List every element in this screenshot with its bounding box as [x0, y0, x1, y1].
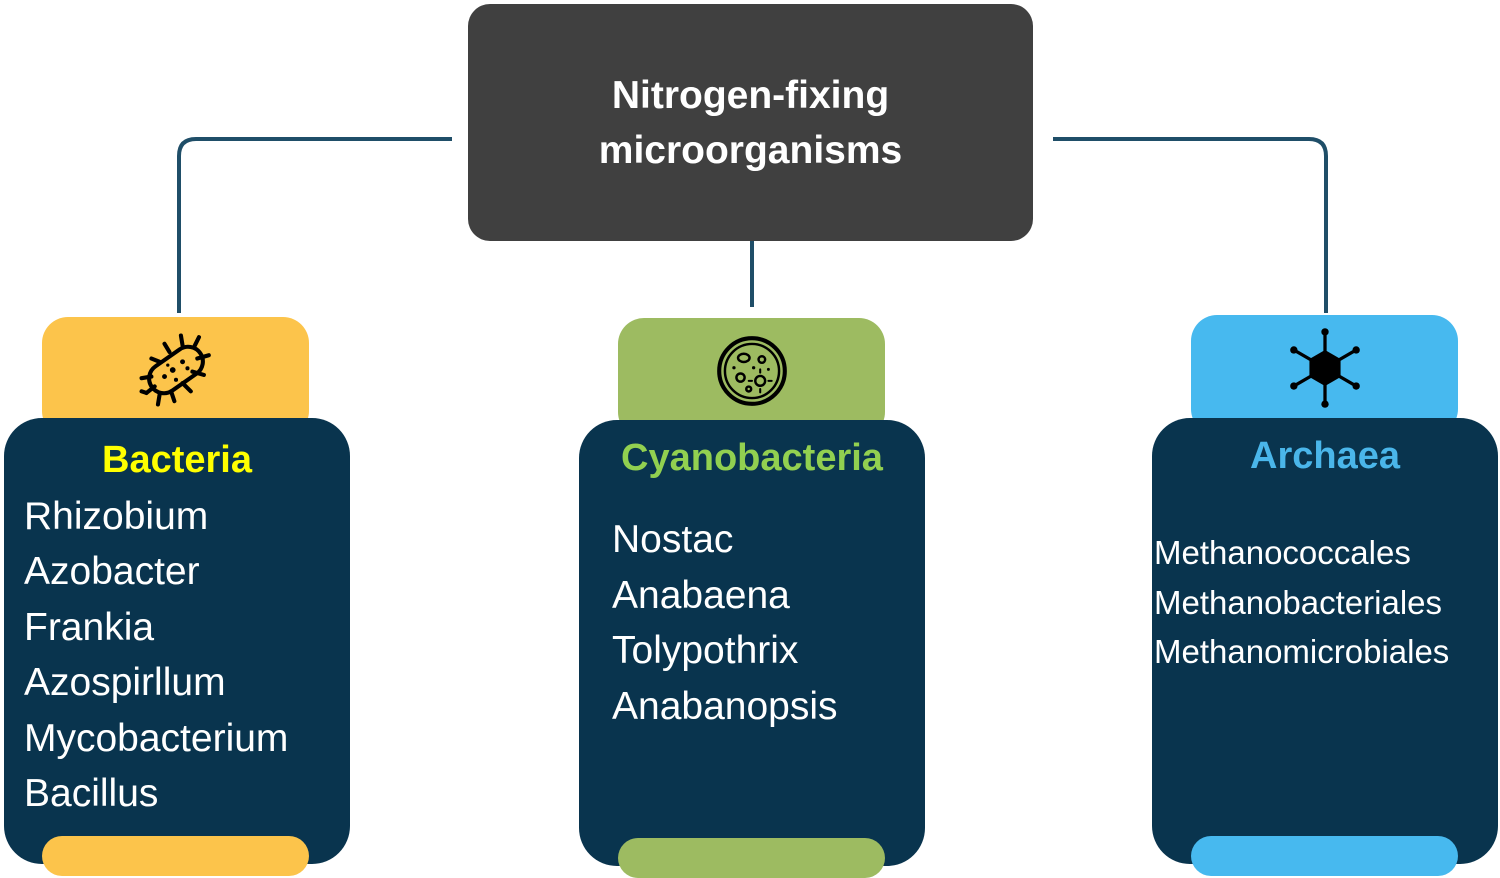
bacteria-header-tab	[42, 317, 309, 437]
list-item: Frankia	[24, 605, 155, 649]
archaea-icon	[1289, 328, 1360, 408]
list-item: Anabaena	[612, 573, 790, 617]
archaea-list: Methanococcales Methanobacteriales Metha…	[1154, 528, 1449, 677]
list-item: Bacillus	[24, 772, 159, 816]
root-node: Nitrogen-fixing microorganisms	[468, 4, 1033, 241]
cyanobacteria-title: Cyanobacteria	[621, 437, 883, 479]
list-item: Anabanopsis	[612, 684, 838, 728]
list-item: Methanobacteriales	[1154, 583, 1443, 621]
list-item: Methanomicrobiales	[1154, 633, 1450, 670]
archaea-title: Archaea	[1250, 435, 1400, 477]
root-title: Nitrogen-fixing microorganisms	[598, 73, 903, 172]
list-item: Rhizobium	[24, 495, 209, 538]
bacteria-title: Bacteria	[102, 439, 252, 481]
cyanobacteria-list: Nostac Anabaena Tolypothrix Anabanopsis	[612, 512, 838, 734]
bacterium-icon	[139, 333, 211, 407]
list-item: Azobacter	[24, 550, 200, 594]
cyanobacteria-card: Cyanobacteria Nostac Anabaena Tolypothri…	[579, 420, 925, 866]
cyanobacteria-footer-tab	[618, 838, 885, 878]
archaea-footer-tab	[1191, 836, 1458, 876]
microbe-cell-icon	[716, 336, 787, 406]
bacteria-footer-tab	[42, 836, 309, 876]
bacteria-list: Rhizobium Azobacter Frankia Azospirllum …	[24, 489, 288, 821]
connector-left	[177, 137, 452, 313]
archaea-header-tab	[1191, 315, 1458, 435]
list-item: Mycobacterium	[24, 716, 289, 760]
list-item: Azospirllum	[24, 661, 226, 705]
connector-right	[1053, 137, 1328, 313]
list-item: Methanococcales	[1154, 534, 1411, 571]
cyanobacteria-header-tab	[618, 318, 885, 438]
list-item: Tolypothrix	[612, 629, 799, 672]
bacteria-card: Bacteria Rhizobium Azobacter Frankia Azo…	[4, 418, 350, 864]
archaea-card: Archaea Methanococcales Methanobacterial…	[1152, 418, 1498, 864]
list-item: Nostac	[612, 518, 734, 561]
